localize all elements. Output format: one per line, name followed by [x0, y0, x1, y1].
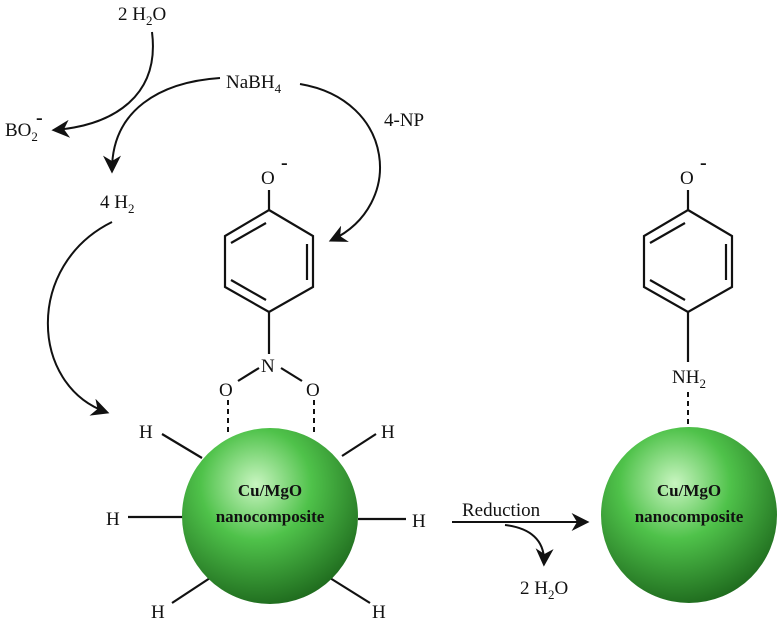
ring-double-bond-r3	[649, 279, 686, 301]
h-atom-bottom-right: H	[372, 602, 386, 623]
arrow-to-surface	[46, 221, 113, 416]
four-np-label: 4-NP	[384, 110, 424, 131]
arrow-to-4np	[299, 83, 381, 242]
nanoparticle-sphere-right	[601, 427, 777, 603]
nitro-oxygen-left: O	[219, 380, 233, 401]
water-top-label: 2 H2O	[118, 4, 166, 28]
phenolate-oxygen-right: O	[680, 168, 694, 189]
benzene-ring-right	[642, 208, 734, 314]
ring-double-bond-3	[230, 279, 267, 301]
h2-label: 4 H2	[100, 192, 134, 216]
h-atom-bottom-left: H	[151, 602, 165, 623]
nanoparticle-label-right-line1: Cu/MgO	[657, 481, 721, 500]
nitro-oxygen-right: O	[306, 380, 320, 401]
h-bond-bottom-left	[171, 577, 211, 604]
phenolate-oxygen-left: O	[261, 168, 275, 189]
nh2-label: NH2	[672, 367, 706, 391]
bond-n-o-right	[280, 367, 303, 382]
nanoparticle-label-left-line2: nanocomposite	[216, 507, 325, 526]
water-bottom-label: 2 H2O	[520, 578, 568, 602]
h-bond-bottom-right	[329, 577, 371, 604]
nanoparticle-label-right-line2: nanocomposite	[635, 507, 744, 526]
benzene-ring-left	[223, 208, 315, 314]
arrow-to-water-bottom	[504, 524, 554, 567]
nanoparticle-label-left-line1: Cu/MgO	[238, 481, 302, 500]
ring-double-bond-2	[230, 222, 267, 244]
ring-double-bond-r2	[649, 222, 686, 244]
h-bond-top-left	[161, 433, 203, 459]
nabh4-label: NaBH4	[226, 72, 282, 96]
arrow-to-h2	[103, 77, 221, 174]
reduction-label: Reduction	[462, 500, 541, 521]
h-atom-left: H	[106, 509, 120, 530]
bond-n-o-left	[237, 367, 260, 382]
bo2-charge: -	[36, 107, 43, 129]
nitrogen-label: N	[261, 356, 275, 377]
phenolate-charge-right: -	[700, 152, 707, 174]
phenolate-charge-left: -	[281, 152, 288, 174]
h-atom-top-left: H	[139, 422, 153, 443]
nanoparticle-sphere-left	[182, 428, 358, 604]
h-atom-top-right: H	[381, 422, 395, 443]
h-atom-right: H	[412, 511, 426, 532]
h-bond-top-right	[341, 433, 377, 457]
bo2-label: BO2	[5, 120, 38, 144]
arrow-to-bo2	[51, 31, 154, 138]
